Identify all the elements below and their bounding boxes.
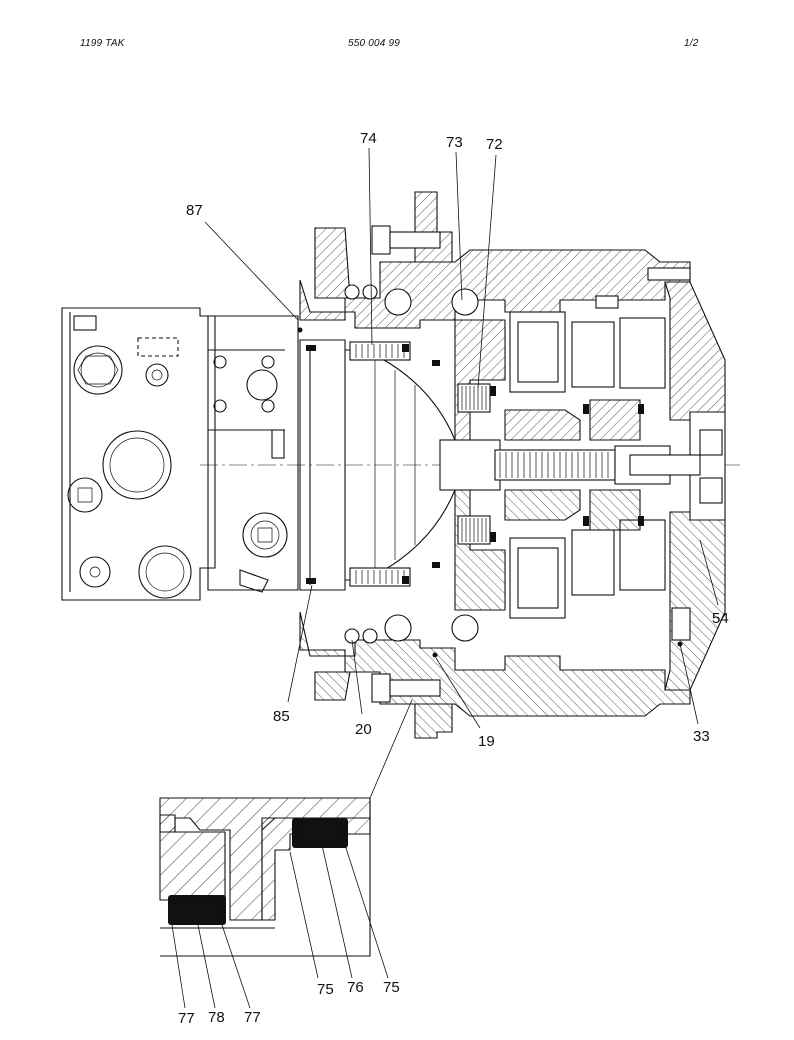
- callout-85: 85: [273, 708, 290, 725]
- header-drawing-code: 1199 TAK: [80, 38, 125, 49]
- valve-block: [61, 307, 299, 601]
- callout-73: 73: [446, 134, 463, 151]
- callout-75-left: 75: [317, 981, 334, 998]
- detail-view-leader: [369, 699, 413, 799]
- callout-54: 54: [712, 610, 729, 627]
- callout-78: 78: [208, 1009, 225, 1026]
- seal-detail-view: [159, 797, 371, 957]
- callout-20: 20: [355, 721, 372, 738]
- callout-19: 19: [478, 733, 495, 750]
- callout-76: 76: [347, 979, 364, 996]
- callout-77-left: 77: [178, 1010, 195, 1027]
- callout-87: 87: [186, 202, 203, 219]
- callout-leaders: [171, 147, 719, 1009]
- callout-72: 72: [486, 136, 503, 153]
- header-page-number: 1/2: [684, 38, 699, 49]
- callout-77-right: 77: [244, 1009, 261, 1026]
- callout-75-right: 75: [383, 979, 400, 996]
- motor-internals: [297, 284, 701, 658]
- callout-74: 74: [360, 130, 377, 147]
- header-part-number: 550 004 99: [348, 38, 401, 49]
- callout-33: 33: [693, 728, 710, 745]
